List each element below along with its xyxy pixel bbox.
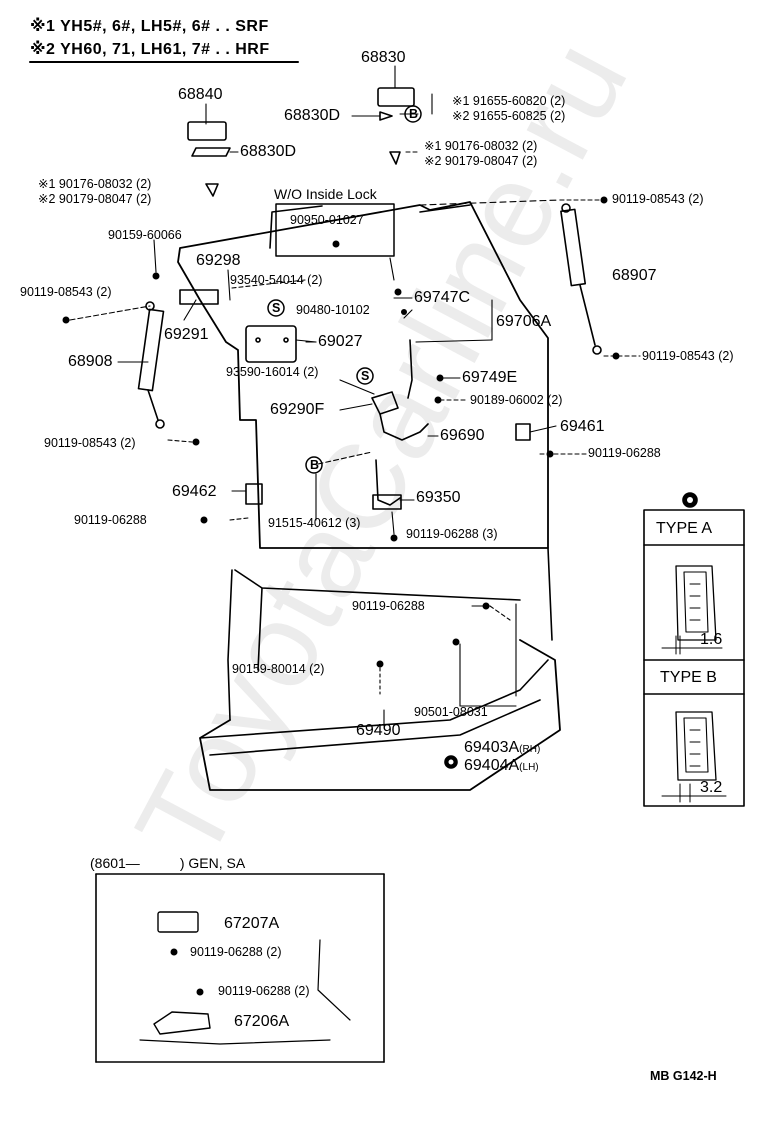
part-69749E[interactable]: 69749E	[462, 369, 518, 386]
part-93540-54014[interactable]: 93540-54014 (2)	[230, 273, 323, 287]
callout-s2: S	[361, 369, 370, 383]
part-69490[interactable]: 69490	[356, 722, 401, 739]
type-a-title: TYPE A	[656, 520, 713, 537]
inset-part-67206A[interactable]: 67206A	[234, 1013, 290, 1030]
part-69291[interactable]: 69291	[164, 326, 209, 343]
part-90159-60066[interactable]: 90159-60066	[108, 228, 182, 242]
part-69403A-number: 69403A	[464, 739, 520, 756]
callout-circle-s1	[267, 299, 285, 317]
footer-code: MB G142-H	[650, 1069, 717, 1083]
callout-circle-b1	[404, 105, 422, 123]
part-90119-06288-right[interactable]: 90119-06288	[588, 446, 661, 460]
part-93590-16014[interactable]: 93590-16014 (2)	[226, 365, 319, 379]
strut-68908	[137, 301, 165, 429]
part-90501-08031[interactable]: 90501-08031	[414, 705, 488, 719]
part-68830D-upper[interactable]: 68830D	[284, 107, 341, 124]
part-69404A[interactable]: 69404A(LH)	[464, 758, 539, 774]
header-line-2: ※2 YH60, 71, LH61, 7# . . HRF	[30, 42, 270, 58]
part-90119-06288-3[interactable]: 90119-06288 (3)	[406, 527, 498, 541]
part-69404A-number: 69404A	[464, 757, 520, 774]
part-69403A-side: (RH)	[519, 744, 541, 755]
back-door-outline	[177, 201, 549, 549]
part-91655-60820[interactable]: ※1 91655-60820 (2)	[452, 94, 566, 108]
strut-68907	[560, 203, 602, 355]
type-b-title: TYPE B	[660, 669, 717, 686]
header-line-1: ※1 YH5#, 6#, LH5#, 6# . . SRF	[30, 19, 269, 35]
part-90189-06002[interactable]: 90189-06002 (2)	[470, 393, 563, 407]
hinges	[187, 87, 415, 197]
part-90119-08543-bottom-left[interactable]: 90119-08543 (2)	[44, 436, 136, 450]
part-69027[interactable]: 69027	[318, 333, 363, 350]
part-90119-08543-left[interactable]: 90119-08543 (2)	[20, 285, 112, 299]
type-ab-panel	[643, 509, 745, 807]
part-90176-08032-left[interactable]: ※1 90176-08032 (2)	[38, 177, 152, 191]
part-68830[interactable]: 68830	[361, 49, 406, 66]
callout-b1: B	[409, 107, 419, 121]
part-90119-08543-top-right[interactable]: 90119-08543 (2)	[612, 192, 704, 206]
inside-lock-title: W/O Inside Lock	[274, 186, 377, 202]
callout-circle-s2	[356, 367, 374, 385]
part-69462[interactable]: 69462	[172, 483, 217, 500]
lock-mechanism	[179, 289, 531, 510]
inside-lock-part[interactable]: 90950-01027	[290, 213, 364, 227]
callout-s1: S	[272, 301, 281, 315]
part-90119-08543-right-2[interactable]: 90119-08543 (2)	[642, 349, 734, 363]
part-90119-06288-left[interactable]: 90119-06288	[74, 513, 147, 527]
part-69403A[interactable]: 69403A(RH)	[464, 740, 540, 756]
header-mark-2: ※2	[30, 41, 56, 58]
type-b-dimension: 3.2	[700, 779, 723, 796]
inset-title-left: (8601—	[90, 855, 140, 871]
part-69298[interactable]: 69298	[196, 252, 241, 269]
callout-b2: B	[310, 458, 320, 472]
bolts[interactable]	[62, 196, 620, 996]
part-90119-06288-mid[interactable]: 90119-06288	[352, 599, 425, 613]
type-a-dimension: 1.6	[700, 631, 723, 648]
inset-part-67207A[interactable]: 67207A	[224, 915, 280, 932]
part-90179-08047-right[interactable]: ※2 90179-08047 (2)	[424, 154, 538, 168]
inset-title-right: ) GEN, SA	[179, 855, 246, 871]
part-69290F[interactable]: 69290F	[270, 401, 325, 418]
header-mark-1: ※1	[30, 18, 56, 35]
part-90159-80014[interactable]: 90159-80014 (2)	[232, 662, 325, 676]
inset-frame	[95, 873, 385, 1063]
part-90480-10102[interactable]: 90480-10102	[296, 303, 370, 317]
part-69404A-side: (LH)	[519, 762, 539, 773]
part-91515-40612[interactable]: 91515-40612 (3)	[268, 516, 361, 530]
part-69461[interactable]: 69461	[560, 418, 605, 435]
part-90176-08032-right[interactable]: ※1 90176-08032 (2)	[424, 139, 538, 153]
inset-part-90119-06288-b[interactable]: 90119-06288 (2)	[218, 984, 310, 998]
part-69706A[interactable]: 69706A	[496, 313, 552, 330]
callout-circle-b2	[305, 456, 323, 474]
part-69747C[interactable]: 69747C	[414, 289, 471, 306]
header-text-2: YH60, 71, LH61, 7# . . HRF	[60, 41, 270, 58]
vehicle-body	[199, 547, 561, 791]
part-69350[interactable]: 69350	[416, 489, 461, 506]
inside-lock-box	[275, 203, 395, 257]
part-68830D-lower[interactable]: 68830D	[240, 143, 297, 160]
inset-part-90119-06288-a[interactable]: 90119-06288 (2)	[190, 945, 282, 959]
part-68840[interactable]: 68840	[178, 86, 223, 103]
part-91655-60825[interactable]: ※2 91655-60825 (2)	[452, 109, 566, 123]
part-69690[interactable]: 69690	[440, 427, 485, 444]
part-68907[interactable]: 68907	[612, 267, 657, 284]
part-90179-08047-left[interactable]: ※2 90179-08047 (2)	[38, 192, 152, 206]
header-text-1: YH5#, 6#, LH5#, 6# . . SRF	[60, 18, 269, 35]
inset-title: (8601— ) GEN, SA	[88, 855, 248, 871]
part-68908[interactable]: 68908	[68, 353, 113, 370]
